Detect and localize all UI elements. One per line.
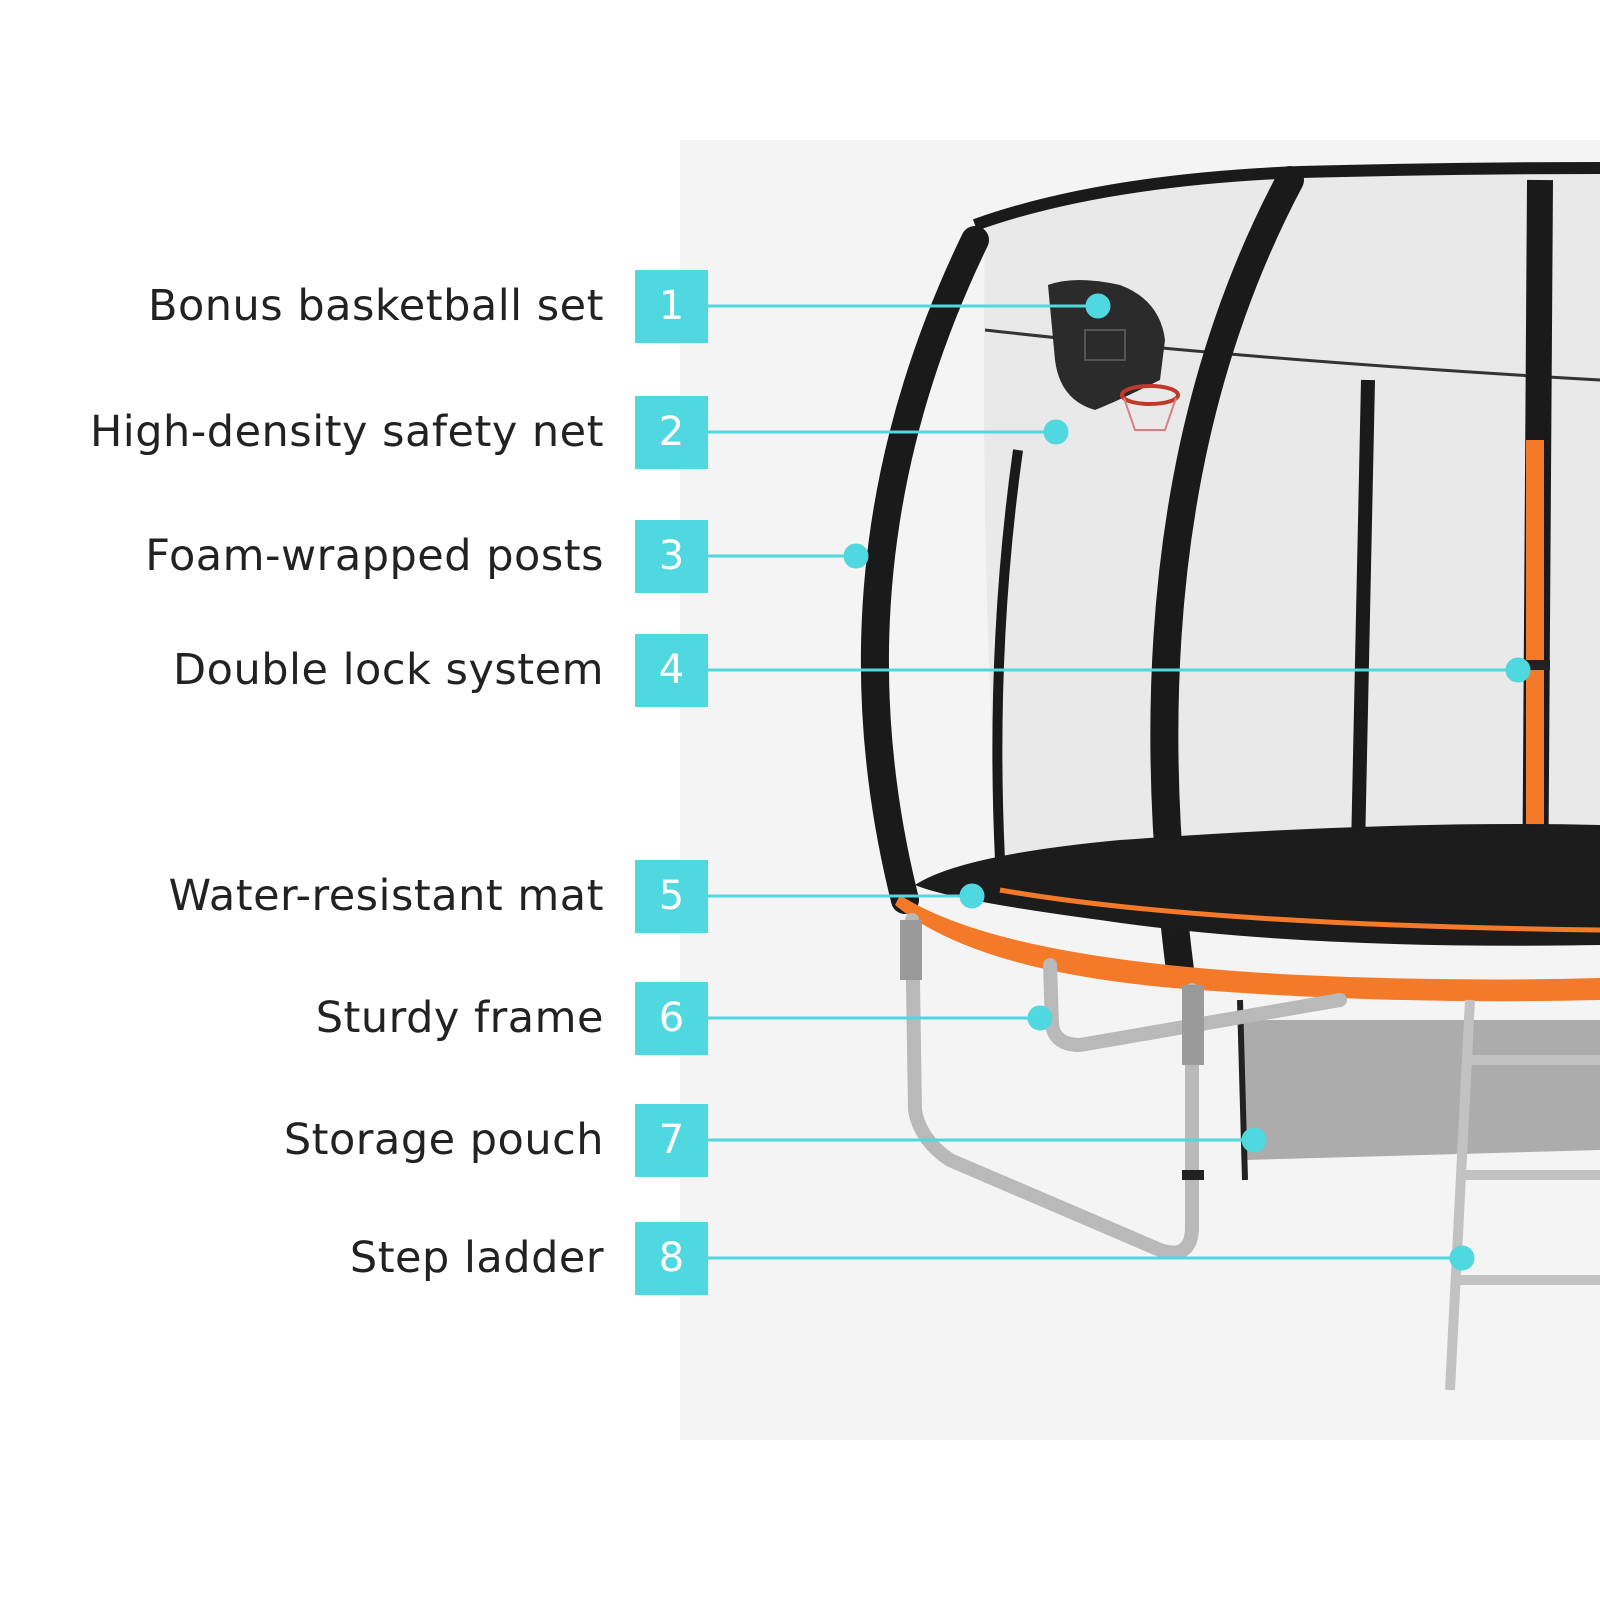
callout-badge-7: 7 — [635, 1104, 708, 1177]
callout-label-foam-posts: Foam-wrapped posts — [145, 531, 604, 581]
jump-mat — [915, 824, 1600, 946]
callout-label-pouch: Storage pouch — [283, 1115, 604, 1165]
callout-label-double-lock: Double lock system — [173, 645, 604, 695]
ladder — [1445, 999, 1600, 1391]
callout-badge-2: 2 — [635, 396, 708, 469]
basketball-hoop-icon — [1048, 280, 1180, 431]
callout-label-basketball: Bonus basketball set — [147, 281, 604, 331]
callout-label-safety-net: High-density safety net — [89, 407, 604, 457]
callout-label-frame: Sturdy frame — [315, 993, 604, 1043]
callout-badge-8: 8 — [635, 1222, 708, 1295]
steel-frame — [905, 913, 1347, 1260]
storage-pouch — [1240, 1020, 1600, 1160]
safety-net-panel — [984, 165, 1600, 860]
callout-label-ladder: Step ladder — [349, 1233, 604, 1283]
frame-pad — [895, 895, 1600, 1002]
callout-badge-1: 1 — [635, 270, 708, 343]
back-post — [1351, 379, 1375, 851]
callout-badge-4: 4 — [635, 634, 708, 707]
callout-badge-5: 5 — [635, 860, 708, 933]
callout-label-mat: Water-resistant mat — [168, 871, 604, 921]
foam-post-left — [860, 226, 989, 914]
callout-badge-6: 6 — [635, 982, 708, 1055]
leader-lines — [708, 293, 1531, 1271]
back-post — [992, 449, 1023, 861]
callout-badge-3: 3 — [635, 520, 708, 593]
